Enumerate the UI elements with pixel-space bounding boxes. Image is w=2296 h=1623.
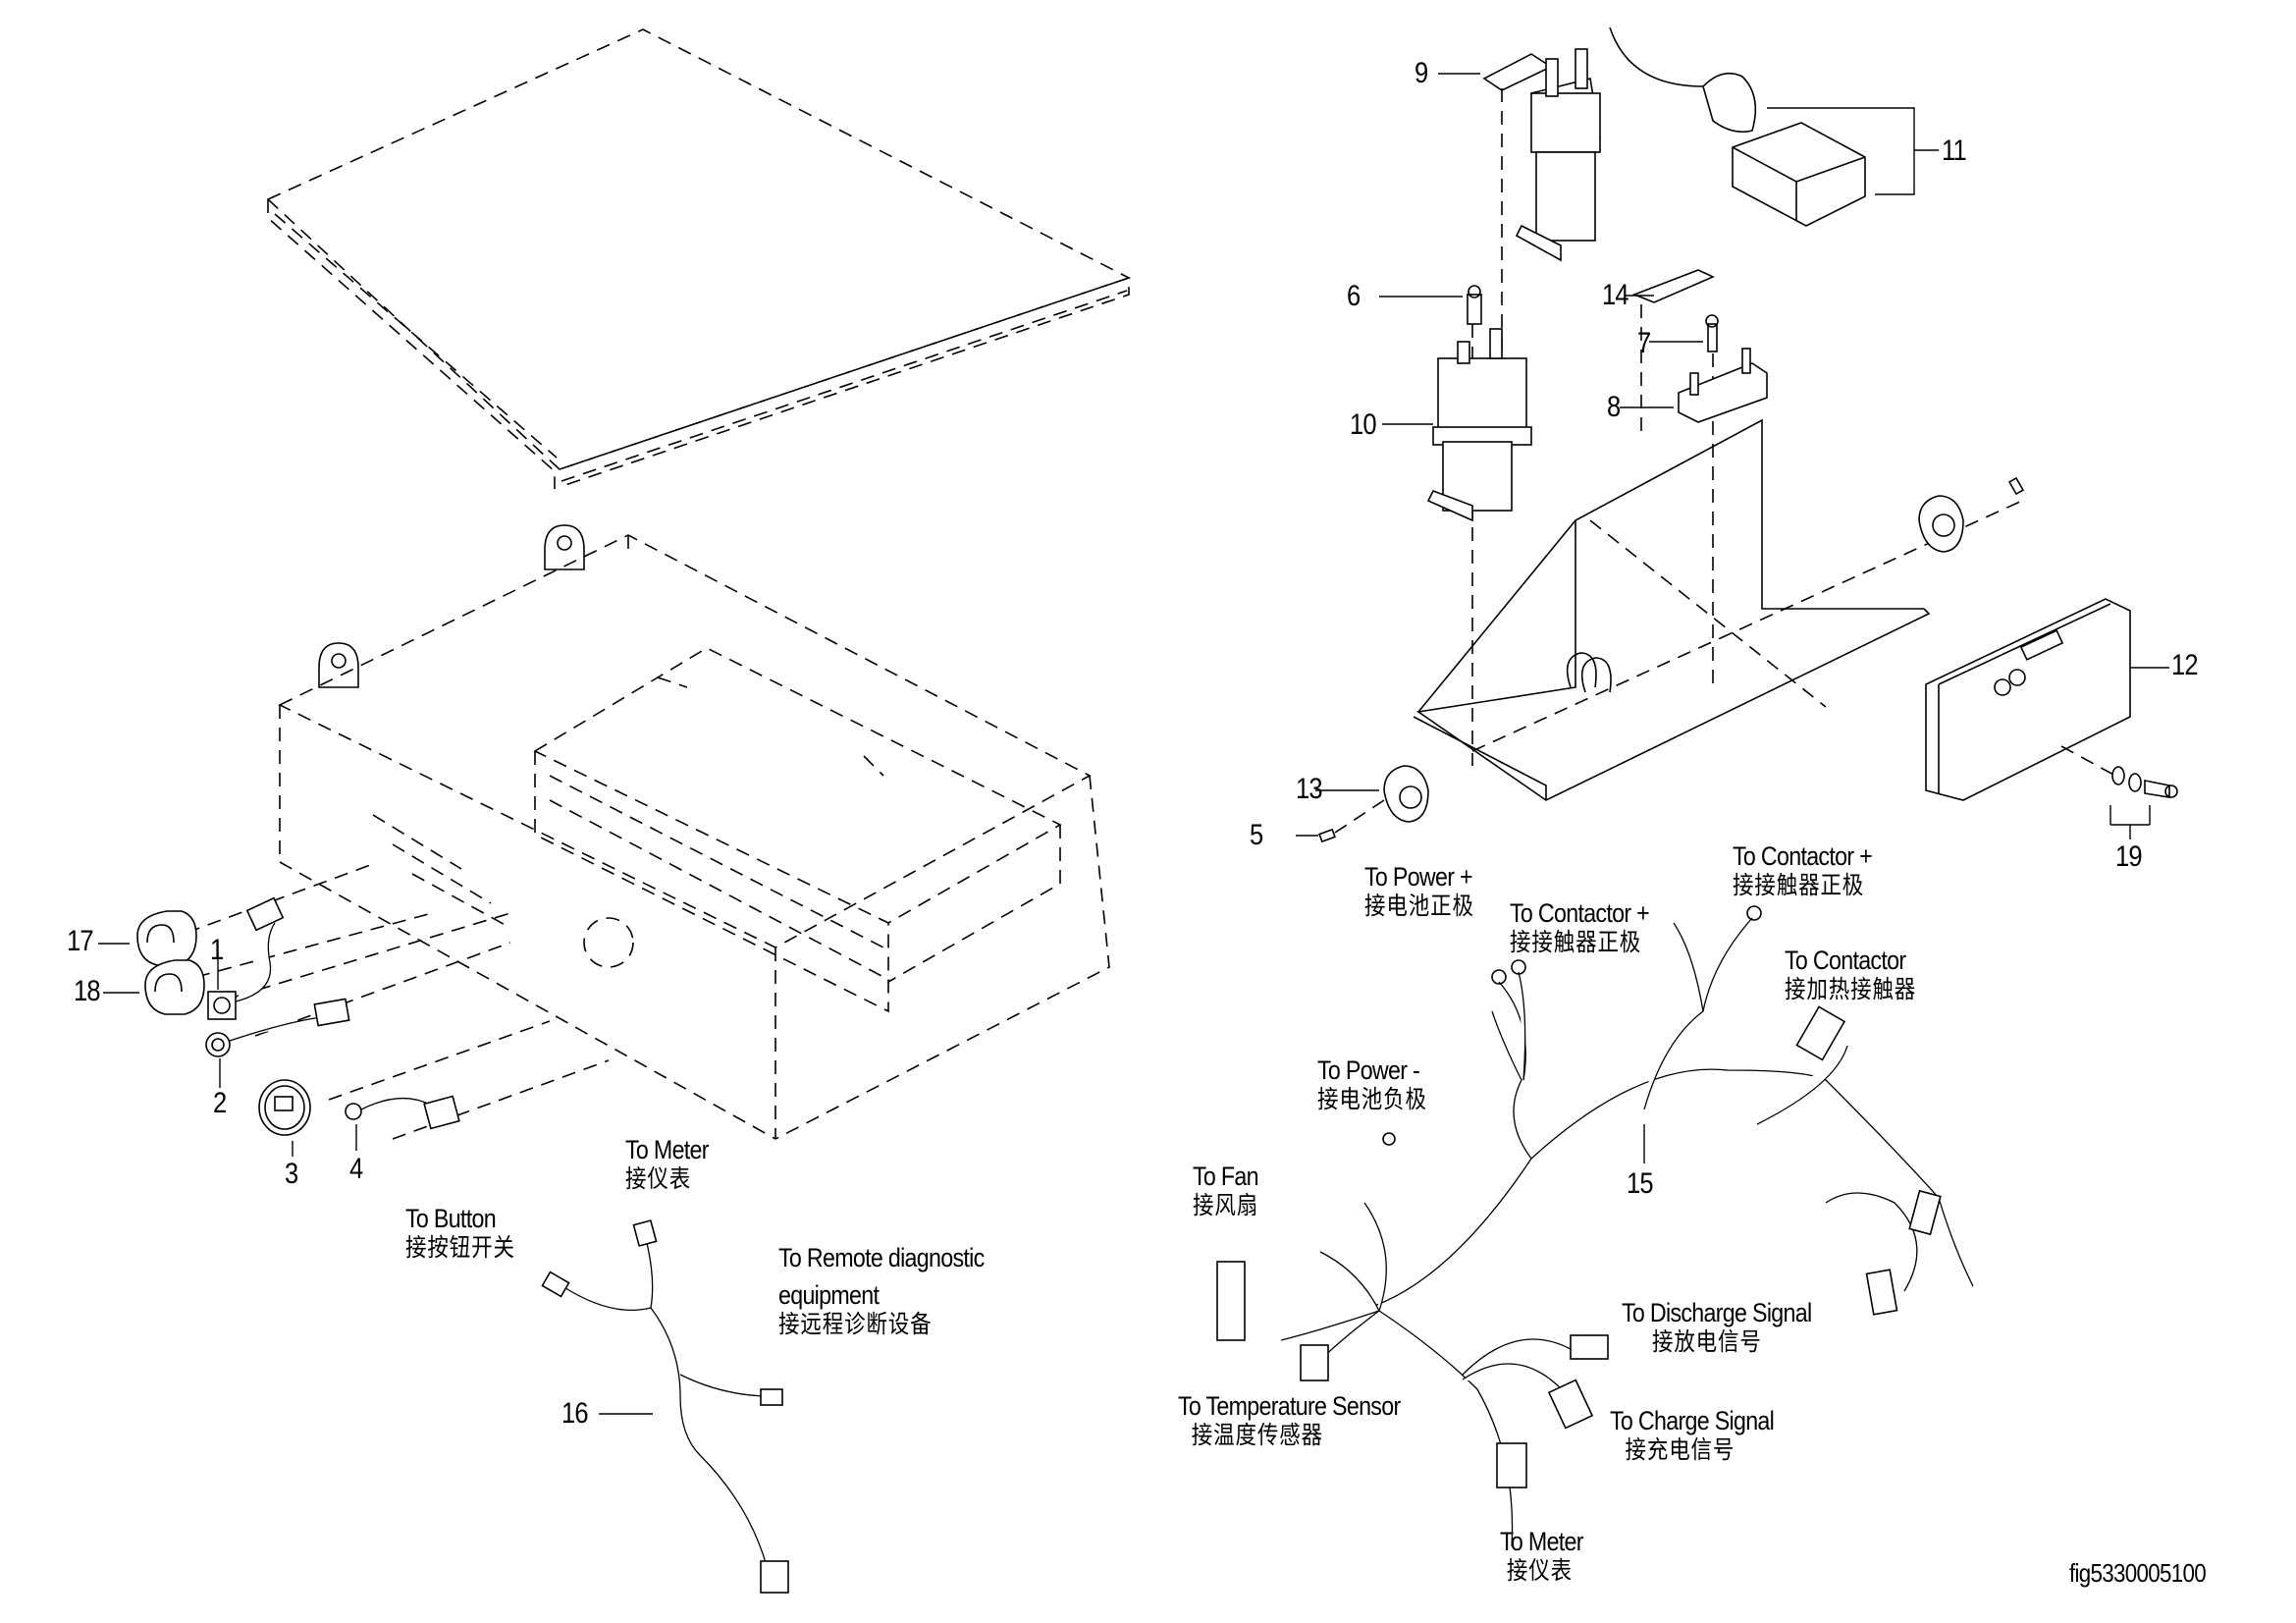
label-to-discharge-signal: To Discharge Signal 接放电信号 <box>1622 1298 1812 1357</box>
label-en: To Fan <box>1193 1162 1259 1191</box>
label-cn: 接接触器正极 <box>1510 928 1642 956</box>
label-cn: 接加热接触器 <box>1785 975 1917 1003</box>
mounting-bracket <box>1413 418 2023 801</box>
label-en: To Meter <box>625 1135 710 1164</box>
label-to-power-pos: To Power + 接电池正极 <box>1364 862 1474 921</box>
label-to-power-neg: To Power - 接电池负极 <box>1317 1055 1427 1114</box>
callout-17: 17 <box>67 925 94 957</box>
label-en: To Charge Signal <box>1610 1406 1775 1435</box>
leader-lines-right <box>1296 73 1703 837</box>
harness-15 <box>1216 905 1974 1547</box>
callout-3: 3 <box>285 1158 298 1190</box>
diagnostic-module <box>1609 27 1939 227</box>
label-cn: 接仪表 <box>625 1164 692 1193</box>
label-en-1: To Remote diagnostic <box>778 1243 985 1272</box>
callout-18: 18 <box>74 975 101 1007</box>
label-to-contactor-pos-b: To Contactor + 接接触器正极 <box>1733 841 1873 900</box>
callout-19: 19 <box>2115 840 2143 873</box>
label-to-fan: To Fan 接风扇 <box>1193 1162 1259 1220</box>
callout-13: 13 <box>1296 773 1323 805</box>
label-en: To Power + <box>1364 862 1473 892</box>
label-cn: 接温度传感器 <box>1191 1421 1323 1449</box>
callout-8: 8 <box>1607 391 1621 423</box>
label-en: To Button <box>405 1204 497 1233</box>
battery-box <box>278 524 1110 1140</box>
label-cn: 接充电信号 <box>1625 1435 1735 1464</box>
callout-16: 16 <box>561 1397 589 1430</box>
label-cn: 接按钮开关 <box>405 1233 515 1262</box>
contactor-lower <box>1426 269 1768 766</box>
figure-id: fig5330005100 <box>2069 1558 2207 1588</box>
label-to-contactor-heat: To Contactor 接加热接触器 <box>1785 946 1916 1004</box>
contactor-top <box>1482 48 1601 452</box>
label-en: To Discharge Signal <box>1622 1298 1812 1327</box>
callout-14: 14 <box>1602 279 1629 311</box>
label-to-contactor-pos-a: To Contactor + 接接触器正极 <box>1510 898 1650 957</box>
left-components <box>136 863 610 1140</box>
box-cover <box>266 28 1132 489</box>
callout-4: 4 <box>349 1153 363 1185</box>
label-en-2: equipment <box>778 1280 880 1310</box>
callout-6: 6 <box>1347 280 1361 312</box>
label-to-meter-15: To Meter 接仪表 <box>1500 1527 1584 1586</box>
label-cn: 接风扇 <box>1193 1191 1259 1219</box>
label-cn: 接电池负极 <box>1317 1085 1427 1113</box>
label-cn: 接电池正极 <box>1364 892 1474 920</box>
clamps-and-fasteners <box>1318 476 2178 843</box>
callout-12: 12 <box>2171 649 2199 681</box>
callout-5: 5 <box>1250 819 1263 851</box>
label-to-temperature-sensor: To Temperature Sensor 接温度传感器 <box>1178 1391 1401 1450</box>
label-en: To Contactor + <box>1510 898 1650 928</box>
callout-2: 2 <box>213 1087 227 1119</box>
label-en: To Meter <box>1500 1527 1584 1556</box>
label-cn: 接接触器正极 <box>1733 871 1865 899</box>
label-to-charge-signal: To Charge Signal 接充电信号 <box>1610 1406 1775 1465</box>
label-en: To Temperature Sensor <box>1178 1391 1401 1421</box>
label-cn: 接放电信号 <box>1651 1327 1762 1356</box>
controller-12 <box>1925 598 2169 801</box>
label-en: To Contactor <box>1785 946 1906 975</box>
callout-1: 1 <box>210 934 224 966</box>
label-cn: 接仪表 <box>1506 1556 1573 1585</box>
label-to-remote-diagnostic: To Remote diagnostic equipment 接远程诊断设备 <box>778 1243 985 1339</box>
callout-10: 10 <box>1350 408 1377 441</box>
label-to-button: To Button 接按钮开关 <box>405 1204 515 1263</box>
label-to-meter-16: To Meter 接仪表 <box>625 1135 710 1194</box>
callout-9: 9 <box>1415 57 1428 89</box>
callout-11: 11 <box>1942 135 1967 167</box>
leader-lines-left <box>98 943 357 1157</box>
harness-16 <box>541 1219 789 1594</box>
label-en: To Power - <box>1317 1055 1420 1085</box>
callout-7: 7 <box>1637 327 1651 359</box>
callout-15: 15 <box>1627 1167 1654 1200</box>
label-cn: 接远程诊断设备 <box>778 1310 933 1338</box>
label-en: To Contactor + <box>1733 841 1873 871</box>
